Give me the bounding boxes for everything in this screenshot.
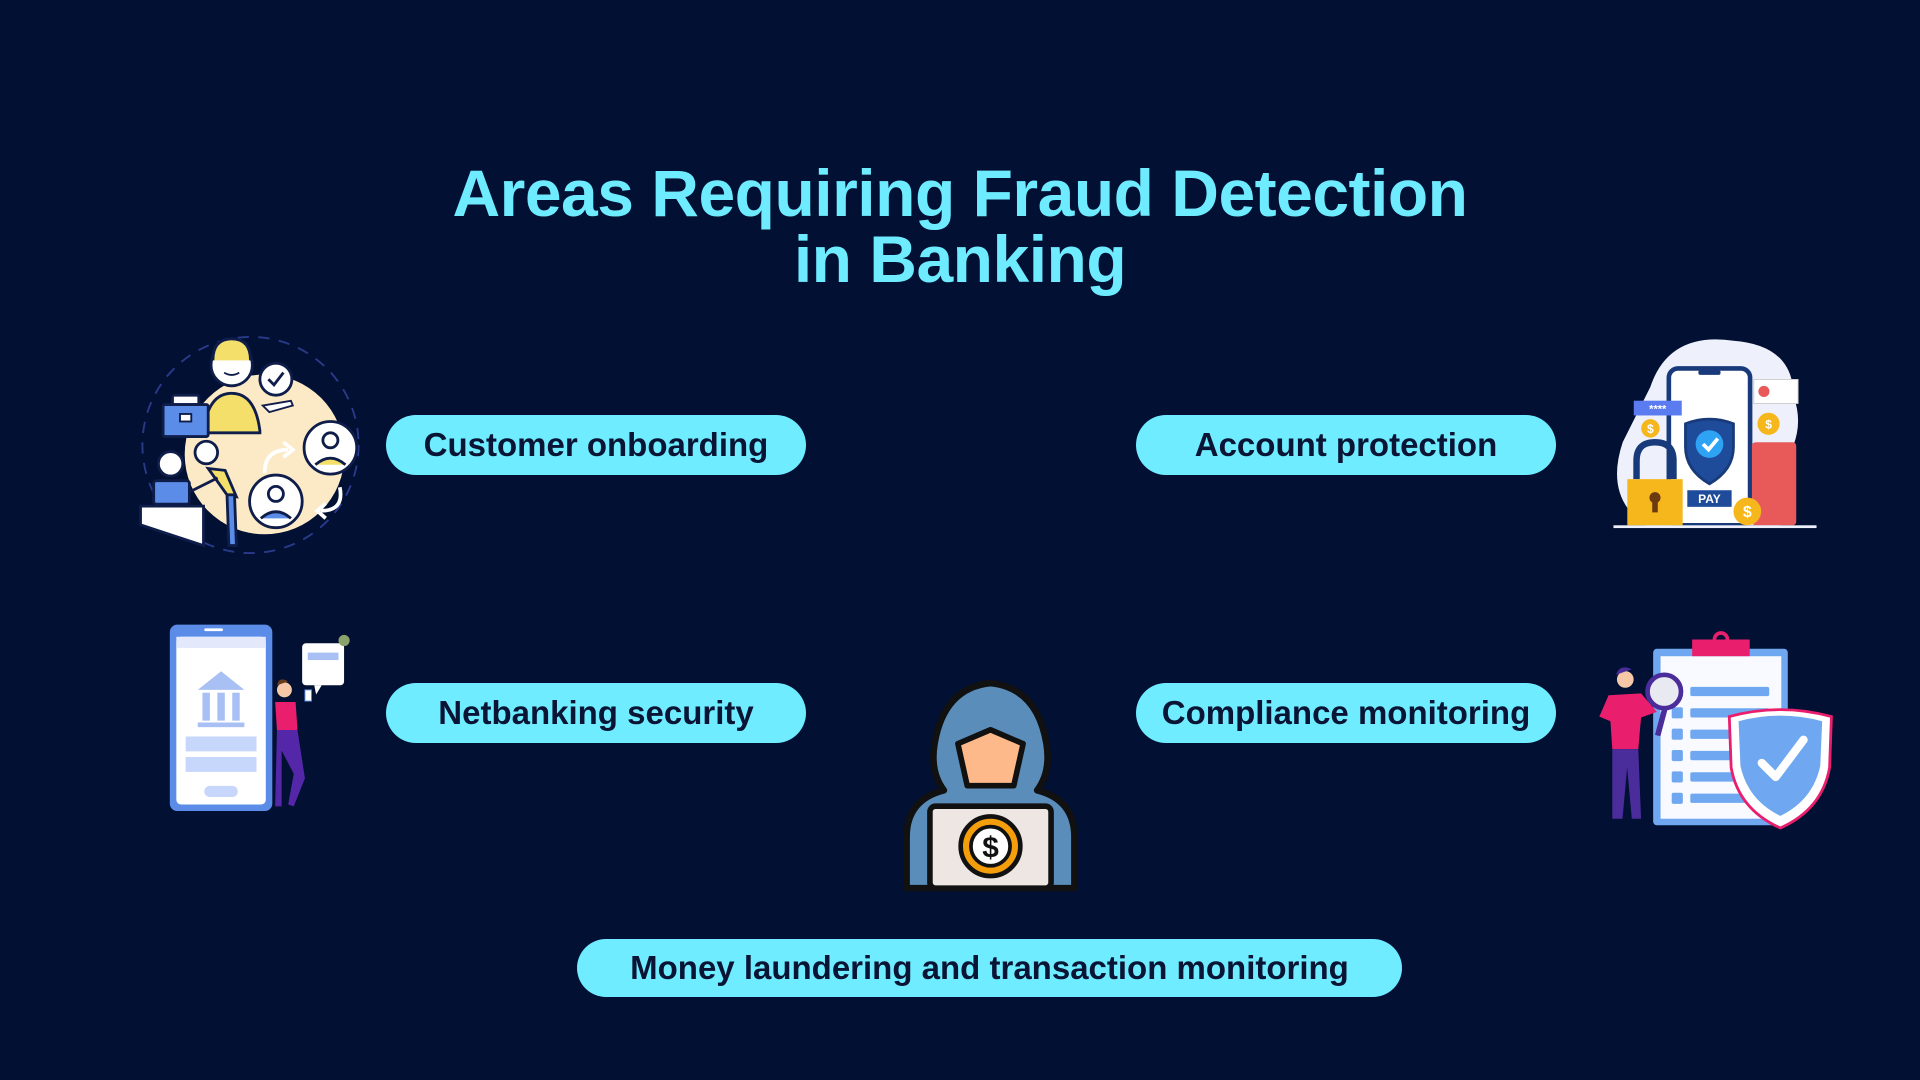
password-mask-text: ****: [1649, 404, 1667, 416]
title-line-1: Areas Requiring Fraud Detection: [452, 156, 1468, 230]
area-pill-netbanking-security: Netbanking security: [386, 683, 806, 743]
area-label: Compliance monitoring: [1161, 694, 1531, 731]
netbanking-illustration-icon: [163, 620, 363, 825]
onboarding-illustration-icon: [133, 325, 368, 565]
title-line-2: in Banking: [793, 222, 1127, 296]
area-label: Netbanking security: [438, 694, 754, 731]
svg-text:$: $: [1647, 422, 1654, 436]
svg-text:$: $: [1765, 417, 1772, 431]
account-protection-illustration-icon: PAY **** $ $ $: [1595, 328, 1835, 538]
area-label: Account protection: [1194, 426, 1498, 463]
area-pill-customer-onboarding: Customer onboarding: [386, 415, 806, 475]
svg-text:$: $: [1743, 504, 1752, 521]
page-title: Areas Requiring Fraud Detection in Banki…: [0, 160, 1920, 292]
area-pill-compliance-monitoring: Compliance monitoring: [1136, 683, 1556, 743]
compliance-illustration-icon: [1590, 628, 1850, 833]
area-pill-money-laundering: Money laundering and transaction monitor…: [577, 939, 1402, 997]
dollar-sign: $: [982, 831, 999, 864]
area-label: Customer onboarding: [423, 426, 769, 463]
pay-button-text: PAY: [1698, 492, 1721, 506]
area-pill-account-protection: Account protection: [1136, 415, 1556, 475]
hacker-illustration-icon: $: [888, 665, 1093, 897]
area-label: Money laundering and transaction monitor…: [630, 949, 1349, 986]
